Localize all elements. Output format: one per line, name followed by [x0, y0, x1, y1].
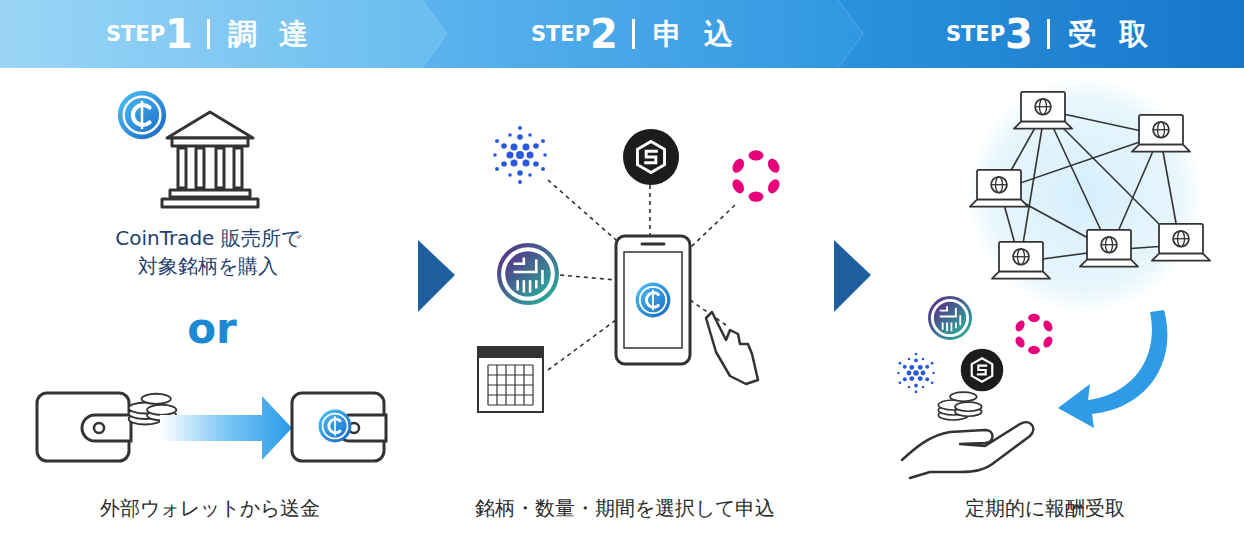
- step-title: 調 達: [207, 19, 314, 49]
- step-word: STEP: [531, 22, 590, 46]
- step-number: 2: [590, 14, 618, 54]
- step-caption: 銘柄・数量・期間を選択して申込: [430, 494, 820, 522]
- step-number: 3: [1005, 14, 1033, 54]
- step-caption: 外部ウォレットから送金: [20, 494, 400, 522]
- step-word: STEP: [946, 22, 1005, 46]
- step-number: 1: [165, 14, 193, 54]
- step-title: 申 込: [632, 19, 739, 49]
- step-title: 受 取: [1047, 19, 1154, 49]
- step-band: STEP2 申 込: [470, 2, 800, 66]
- step-word: STEP: [106, 22, 165, 46]
- step-caption: CoinTrade 販売所で 対象銘柄を購入: [83, 224, 333, 280]
- step-band: STEP3 受 取: [885, 2, 1215, 66]
- step-caption: 定期的に報酬受取: [860, 494, 1230, 522]
- step-band: STEP1 調 達: [30, 2, 390, 66]
- or-word: or: [152, 300, 272, 359]
